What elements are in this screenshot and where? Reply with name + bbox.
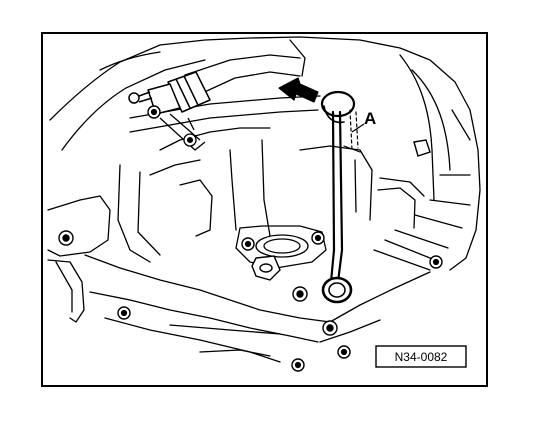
hose-connector [128, 71, 211, 115]
figure-frame [41, 32, 488, 387]
filler-opening [320, 90, 356, 118]
bolt-flange-lower [251, 255, 281, 281]
callout-leader [351, 123, 365, 133]
pointer-arrow-icon [278, 77, 319, 103]
bolt-right [429, 255, 443, 269]
bolt-lower-centre [292, 286, 308, 302]
bolt-bottom-right [337, 345, 351, 359]
bolt-lower-right [322, 320, 338, 336]
bolt-right-upper [413, 139, 431, 157]
bolt-flange-right [311, 231, 325, 245]
figure-code: N34-0082 [395, 350, 448, 364]
bolt-flange-left [241, 237, 255, 251]
hose-bracket [159, 113, 206, 151]
housing-bolts [58, 105, 443, 372]
transmission-housing [47, 36, 481, 363]
dipstick-tool [320, 90, 361, 304]
dipstick-ring [321, 276, 353, 304]
bolt-left-lower [117, 306, 131, 320]
bolt-upper-shaft [147, 105, 161, 119]
callout-label: A [364, 109, 376, 128]
bolt-bottom [291, 358, 305, 372]
bolt-left-upper [58, 230, 74, 246]
figure-code-box [375, 345, 467, 368]
